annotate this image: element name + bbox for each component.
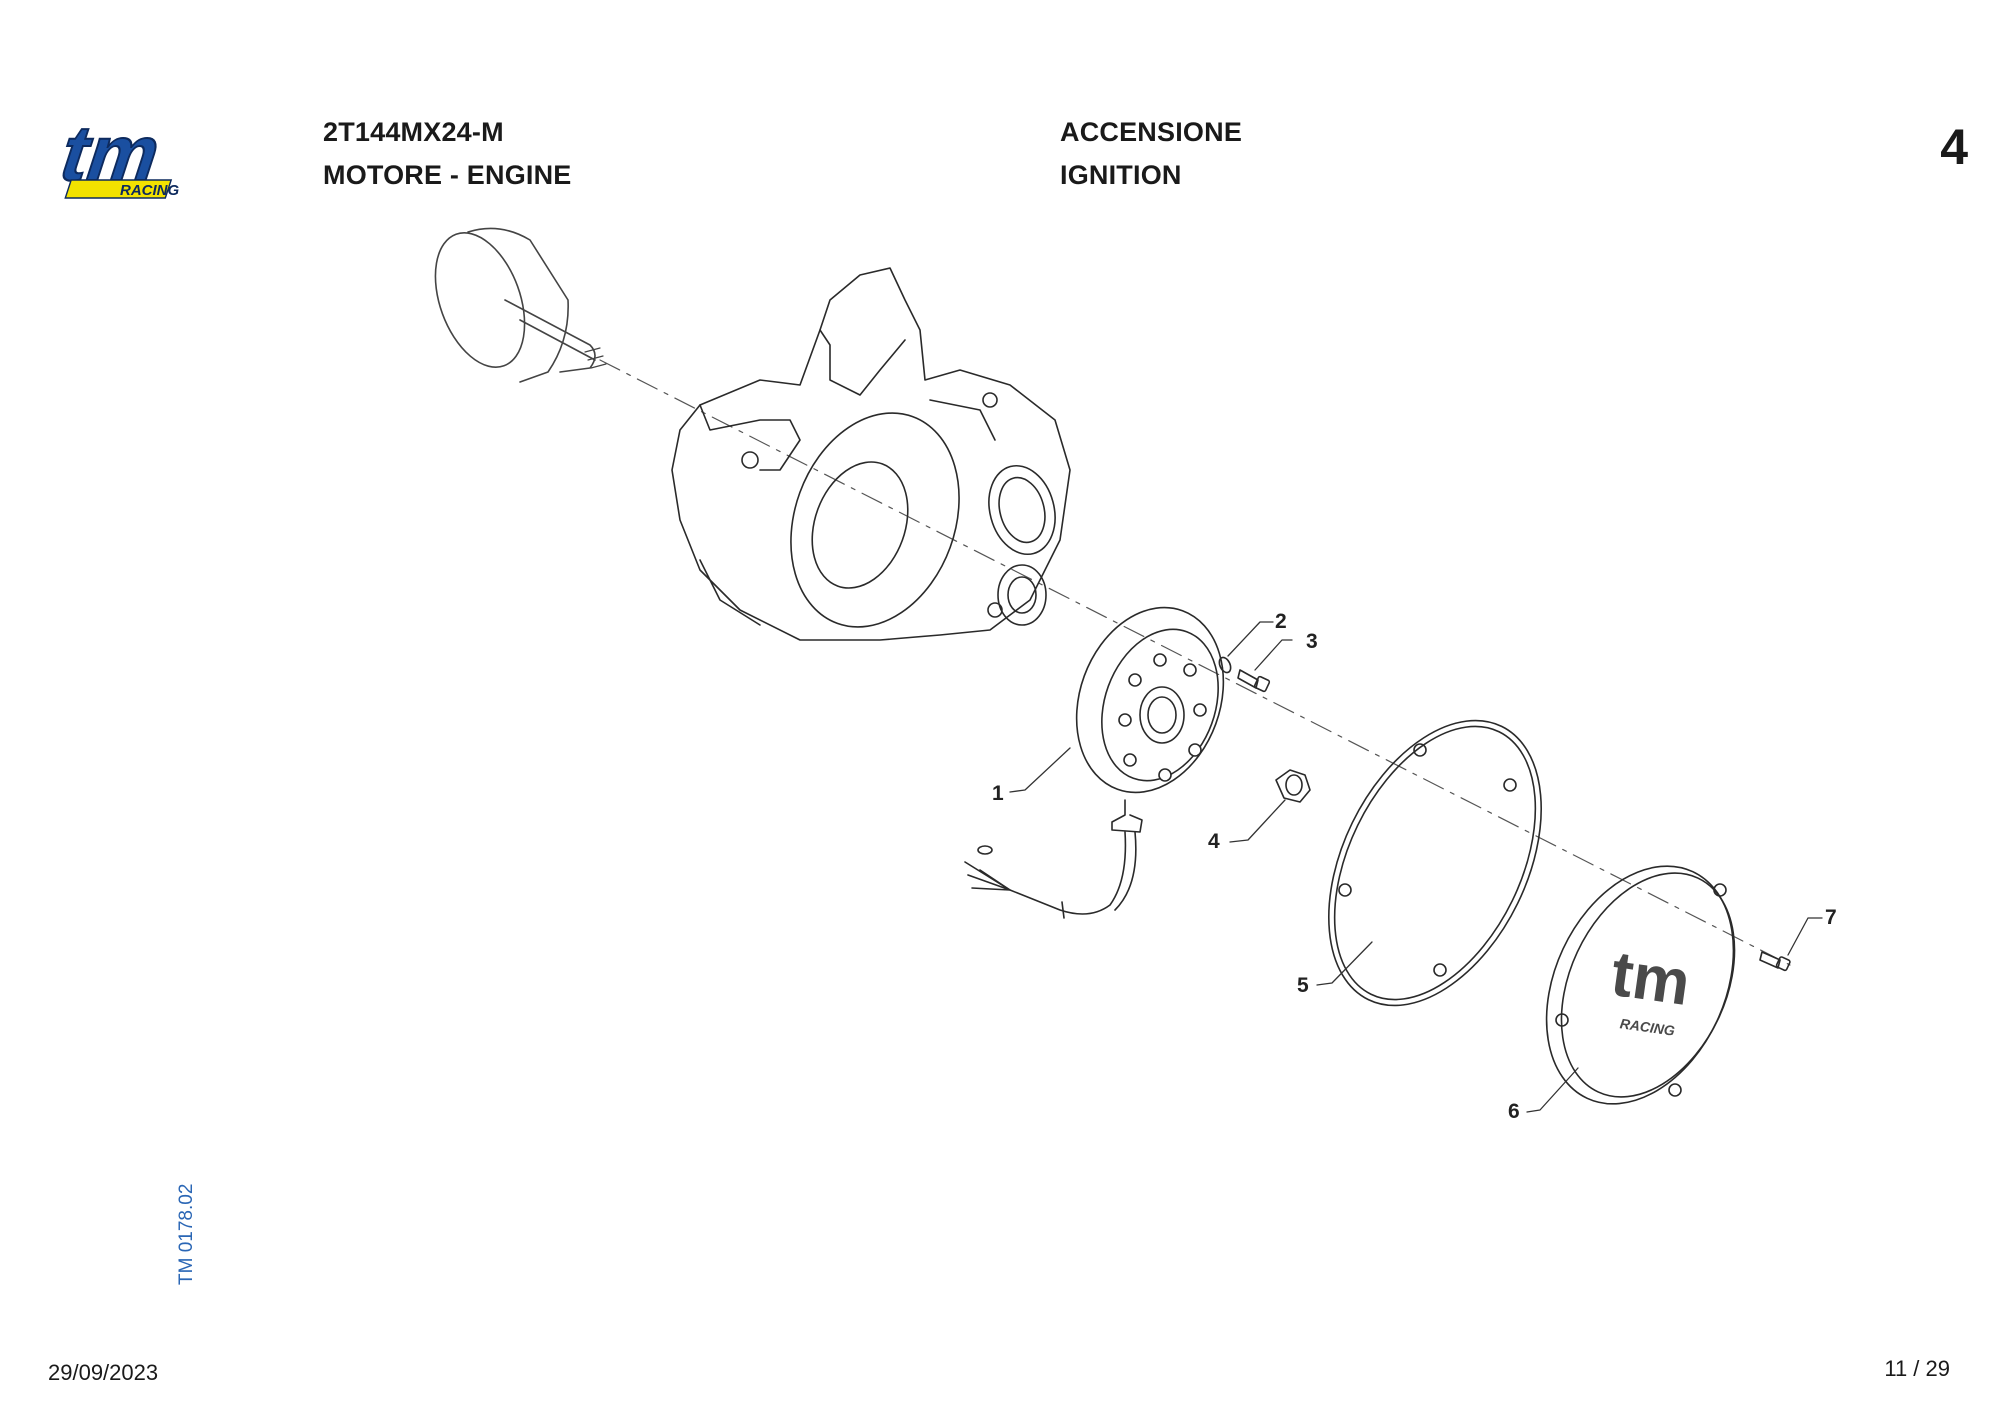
svg-text:RACING: RACING xyxy=(1619,1015,1676,1039)
callout-6: 6 xyxy=(1508,1100,1520,1123)
footer-date: 29/09/2023 xyxy=(48,1360,159,1385)
part-1-stator xyxy=(964,606,1225,919)
callout-3: 3 xyxy=(1306,630,1318,653)
callout-7: 7 xyxy=(1825,906,1837,929)
assembly-axis xyxy=(599,359,1791,966)
table-number: 4 xyxy=(1940,119,1968,175)
crankshaft-flywheel xyxy=(434,227,607,383)
model-group: MOTORE - ENGINE xyxy=(323,160,572,190)
document-code: TM 0178.02 xyxy=(176,1183,197,1285)
section-title-it: ACCENSIONE xyxy=(1060,117,1243,147)
part-6-ignition-cover: tm RACING xyxy=(1545,865,1736,1105)
part-3-screw xyxy=(1237,669,1271,693)
callout-1: 1 xyxy=(992,782,1004,805)
callout-4: 4 xyxy=(1208,830,1220,853)
callout-2: 2 xyxy=(1275,610,1287,633)
crankcase xyxy=(671,267,1071,641)
part-2-washer xyxy=(1218,656,1232,674)
part-7-screw xyxy=(1759,951,1791,972)
part-5-gasket xyxy=(1328,719,1542,1007)
callout-leaders xyxy=(1009,621,1823,1113)
tm-racing-logo: tm RACING xyxy=(49,109,222,202)
svg-text:RACING: RACING xyxy=(120,182,179,199)
footer-page-number: 11 / 29 xyxy=(1884,1356,1950,1381)
section-title-en: IGNITION xyxy=(1060,160,1182,190)
svg-text:tm: tm xyxy=(1607,937,1694,1019)
part-4-nut xyxy=(1275,769,1311,803)
callout-5: 5 xyxy=(1297,974,1309,997)
model-code: 2T144MX24-M xyxy=(323,117,504,147)
